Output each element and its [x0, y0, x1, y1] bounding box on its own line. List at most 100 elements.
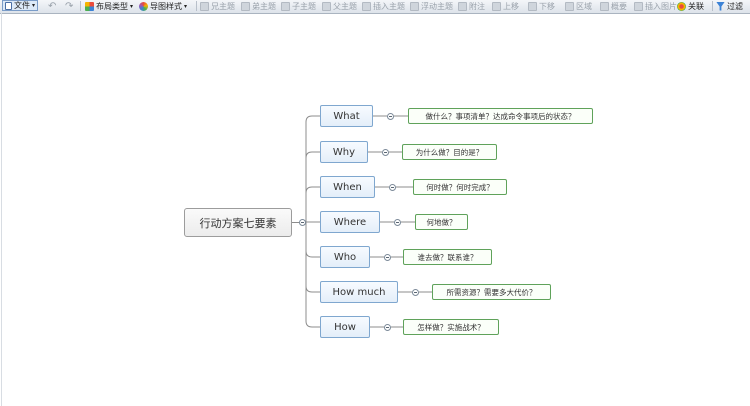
branch-collapse-icon[interactable] [389, 183, 396, 191]
move-up-label: 上移 [503, 1, 519, 11]
branch-collapse-icon[interactable] [382, 148, 389, 156]
relation-label: 关联 [688, 1, 704, 11]
insert-image-label: 插入图片 [645, 1, 677, 11]
detail-topic-label: 做什么？事项清单？达成命令事项后的状态？ [425, 111, 576, 121]
branch-topic[interactable]: Where [320, 211, 380, 233]
toolbar-separator [712, 1, 713, 11]
child-topic-icon [281, 1, 290, 11]
document-icon [5, 1, 12, 10]
detail-topic[interactable]: 为什么做？目的是？ [402, 144, 497, 160]
floating-topic-icon [410, 1, 419, 11]
insert-topic-label: 插入主题 [373, 1, 405, 11]
younger-topic-icon [241, 1, 250, 11]
root-connector [305, 151, 320, 223]
note-button[interactable]: 附注 [458, 0, 485, 12]
branch-topic-label: When [333, 181, 362, 193]
child-topic-label: 子主题 [292, 1, 316, 11]
parent-topic-label: 父主题 [333, 1, 357, 11]
detail-topic-label: 何地做？ [426, 217, 457, 227]
toolbar: 文件▾ ↶ ↷ 布局类型▾ 导图样式▾ 兄主题 弟主题 子主题 父主题 插入主题… [0, 0, 750, 14]
detail-topic-label: 何时做？何时完成？ [426, 182, 494, 192]
detail-topic[interactable]: 何地做？ [415, 214, 468, 230]
map-style-label: 导图样式 [150, 1, 182, 11]
region-label: 区域 [576, 1, 592, 11]
branch-topic-label: Who [333, 251, 357, 263]
region-button[interactable]: 区域 [565, 0, 592, 12]
undo-icon: ↶ [48, 0, 57, 12]
undo-button[interactable]: ↶ [48, 0, 56, 12]
sibling-topic-label: 兄主题 [211, 1, 235, 11]
summary-icon [600, 1, 609, 11]
toolbar-separator [196, 1, 197, 11]
younger-topic-label: 弟主题 [252, 1, 276, 11]
branch-topic[interactable]: How much [320, 281, 398, 303]
summary-button[interactable]: 概要 [600, 0, 627, 12]
branch-collapse-icon[interactable] [384, 323, 391, 331]
layout-type-button[interactable]: 布局类型▾ [85, 0, 133, 12]
branch-collapse-icon[interactable] [384, 253, 391, 261]
move-down-button[interactable]: 下移 [528, 0, 555, 12]
filter-label: 过滤 [727, 1, 743, 11]
layout-type-label: 布局类型 [96, 1, 128, 11]
root-collapse-icon[interactable] [299, 219, 306, 226]
younger-topic-button[interactable]: 弟主题 [241, 0, 276, 12]
floating-topic-label: 浮动主题 [421, 1, 453, 11]
detail-topic[interactable]: 做什么？事项清单？达成命令事项后的状态？ [408, 108, 593, 124]
detail-topic[interactable]: 何时做？何时完成？ [413, 179, 507, 195]
toolbar-separator [80, 1, 81, 11]
branch-topic[interactable]: What [320, 105, 373, 127]
root-topic-label: 行动方案七要素 [199, 216, 277, 230]
relation-button[interactable]: 关联 [677, 0, 704, 12]
redo-icon: ↷ [65, 0, 74, 12]
chevron-down-icon: ▾ [184, 2, 188, 10]
branch-topic[interactable]: Who [320, 246, 370, 268]
relation-icon [677, 1, 686, 11]
root-connector [305, 115, 320, 223]
child-topic-button[interactable]: 子主题 [281, 0, 316, 12]
floating-topic-button[interactable]: 浮动主题 [410, 0, 453, 12]
chevron-down-icon: ▾ [130, 2, 134, 10]
chevron-down-icon: ▾ [32, 2, 36, 9]
root-connector [305, 222, 320, 328]
move-down-icon [528, 1, 537, 11]
branch-topic[interactable]: When [320, 176, 375, 198]
move-up-icon [492, 1, 501, 11]
branch-topic[interactable]: Why [320, 141, 368, 163]
detail-topic[interactable]: 所需资源？需要多大代价？ [432, 284, 551, 300]
map-style-button[interactable]: 导图样式▾ [139, 0, 187, 12]
detail-topic-label: 为什么做？目的是？ [415, 147, 484, 157]
insert-topic-icon [362, 1, 371, 11]
file-menu-label: 文件 [14, 1, 30, 10]
move-down-label: 下移 [539, 1, 555, 11]
branch-topic[interactable]: How [320, 316, 370, 338]
connectors [292, 115, 432, 328]
branch-collapse-icon[interactable] [387, 112, 394, 120]
summary-label: 概要 [611, 1, 627, 11]
layout-grid-icon [85, 1, 94, 11]
branch-collapse-icon[interactable] [394, 218, 401, 226]
branch-topic-label: Where [333, 216, 367, 228]
file-menu-button[interactable]: 文件▾ [2, 0, 39, 11]
detail-topic-label: 怎样做？实施战术？ [417, 322, 485, 332]
insert-topic-button[interactable]: 插入主题 [362, 0, 405, 12]
note-label: 附注 [469, 1, 485, 11]
root-connector [305, 222, 320, 258]
branch-topic-label: How much [332, 286, 386, 298]
parent-topic-button[interactable]: 父主题 [322, 0, 357, 12]
filter-icon [716, 1, 725, 11]
detail-topic[interactable]: 怎样做？实施战术？ [403, 319, 499, 335]
filter-button[interactable]: 过滤 [716, 0, 743, 12]
branch-collapse-icon[interactable] [412, 288, 419, 296]
move-up-button[interactable]: 上移 [492, 0, 519, 12]
sibling-topic-button[interactable]: 兄主题 [200, 0, 235, 12]
branch-topic-label: Why [332, 146, 356, 158]
insert-image-button[interactable]: 插入图片 [634, 0, 677, 12]
redo-button[interactable]: ↷ [65, 0, 73, 12]
parent-topic-icon [322, 1, 331, 11]
image-icon [634, 1, 643, 11]
detail-topic-label: 所需资源？需要多大代价？ [446, 287, 537, 297]
branch-topic-label: What [333, 110, 360, 122]
detail-topic[interactable]: 谁去做？联系谁？ [403, 249, 492, 265]
root-topic[interactable]: 行动方案七要素 [184, 208, 292, 237]
